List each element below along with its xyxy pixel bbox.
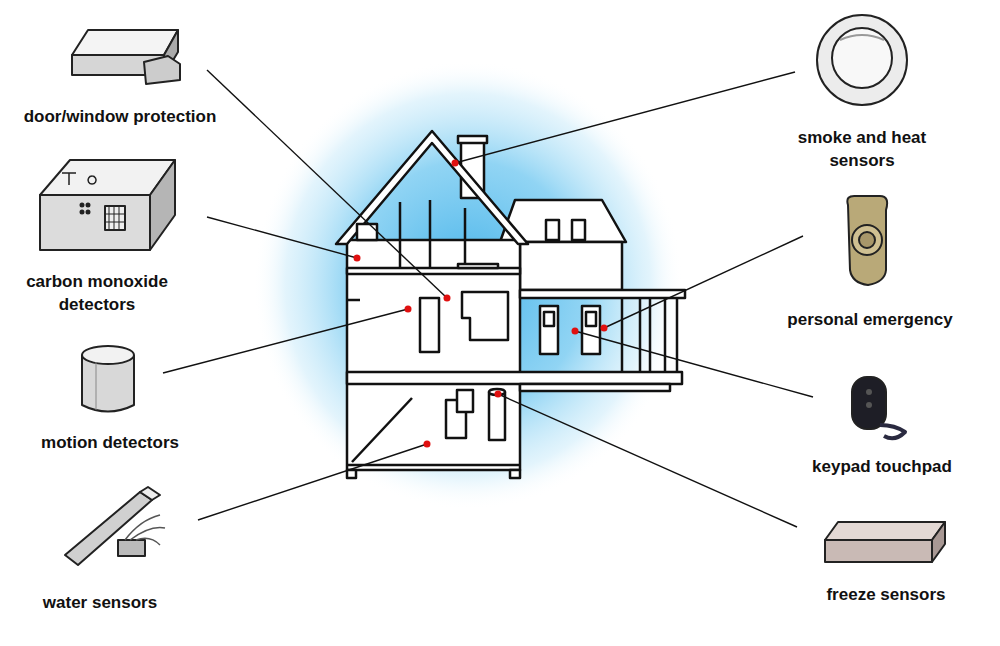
blue-glow bbox=[253, 60, 683, 510]
device-label: freeze sensors bbox=[826, 583, 945, 606]
device-label: door/window protection bbox=[24, 105, 217, 128]
device-label: carbon monoxide detectors bbox=[10, 270, 185, 316]
device-label: personal emergency bbox=[787, 308, 952, 331]
device-label: water sensors bbox=[43, 591, 157, 614]
device-label: motion detectors bbox=[41, 431, 179, 454]
device-label: smoke and heat sensors bbox=[787, 126, 937, 172]
device-label: keypad touchpad bbox=[812, 455, 952, 478]
house-drawing bbox=[336, 131, 685, 478]
sensor-dots bbox=[354, 160, 608, 448]
device-icons bbox=[40, 15, 945, 565]
leader-lines bbox=[163, 70, 813, 527]
